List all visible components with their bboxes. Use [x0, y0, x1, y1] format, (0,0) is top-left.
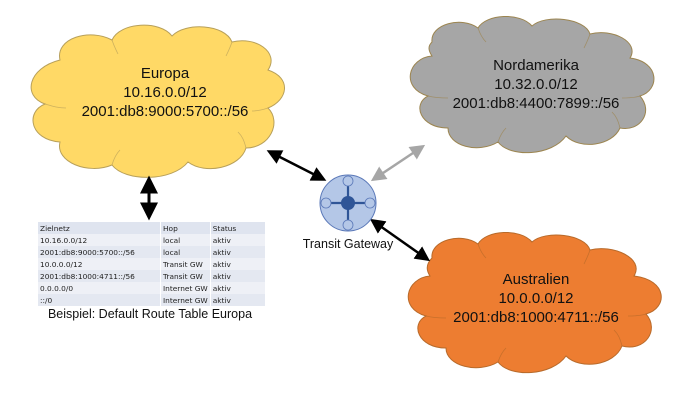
arrow-europa-gateway [266, 150, 327, 181]
hub-icon[interactable] [319, 174, 377, 232]
cloud-australien [407, 231, 662, 374]
region-ipv6: 2001:db8:1000:4711::/56 [453, 309, 619, 326]
table-cell: local [160, 246, 211, 258]
transit-gateway-label: Transit Gateway [302, 237, 394, 251]
table-header-cell: Status [210, 222, 266, 234]
table-cell: Internet GW [160, 294, 211, 306]
table-cell: 2001:db8:1000:4711::/56 [38, 270, 161, 282]
region-ipv4: 10.32.0.0/12 [494, 76, 578, 93]
table-cell: 10.16.0.0/12 [38, 234, 161, 246]
region-name: Nordamerika [493, 57, 579, 74]
region-ipv6: 2001:db8:4400:7899::/56 [452, 95, 620, 112]
table-cell: aktiv [210, 234, 266, 246]
table-cell: Transit GW [160, 270, 211, 282]
region-name: Australien [502, 271, 570, 288]
cloud-europa [30, 24, 285, 178]
table-cell: 10.0.0.0/12 [38, 258, 161, 270]
region-ipv4: 10.0.0.0/12 [498, 290, 574, 307]
arrow-nordamerika-gateway [370, 144, 426, 182]
table-cell: 0.0.0.0/0 [38, 282, 161, 294]
table-cell: ::/0 [38, 294, 161, 306]
table-cell: aktiv [210, 270, 266, 282]
cloud-nordamerika-shape [409, 15, 655, 154]
region-name: Europa [140, 65, 190, 82]
cloud-europa-shape [30, 24, 285, 178]
table-cell: aktiv [210, 258, 266, 270]
cloud-label-australien: Australien 10.0.0.0/12 2001:db8:1000:471… [436, 270, 636, 327]
cloud-nordamerika [409, 15, 655, 154]
table-cell: aktiv [210, 282, 266, 294]
cloud-label-nordamerika: Nordamerika 10.32.0.0/12 2001:db8:4400:7… [436, 56, 636, 113]
region-ipv6: 2001:db8:9000:5700::/56 [81, 103, 249, 120]
table-cell: 2001:db8:9000:5700::/56 [38, 246, 161, 258]
arrow-australien-gateway [369, 218, 431, 262]
table-cell: Internet GW [160, 282, 211, 294]
table-header-cell: Hop [160, 222, 211, 234]
route-table-caption: Beispiel: Default Route Table Europa [47, 307, 253, 321]
table-cell: local [160, 234, 211, 246]
cloud-label-europa: Europa 10.16.0.0/12 2001:db8:9000:5700::… [70, 64, 260, 121]
table-cell: aktiv [210, 294, 266, 306]
table-header-cell: Zielnetz [38, 222, 161, 234]
table-cell: Transit GW [160, 258, 211, 270]
table-cell: aktiv [210, 246, 266, 258]
region-ipv4: 10.16.0.0/12 [123, 84, 207, 101]
